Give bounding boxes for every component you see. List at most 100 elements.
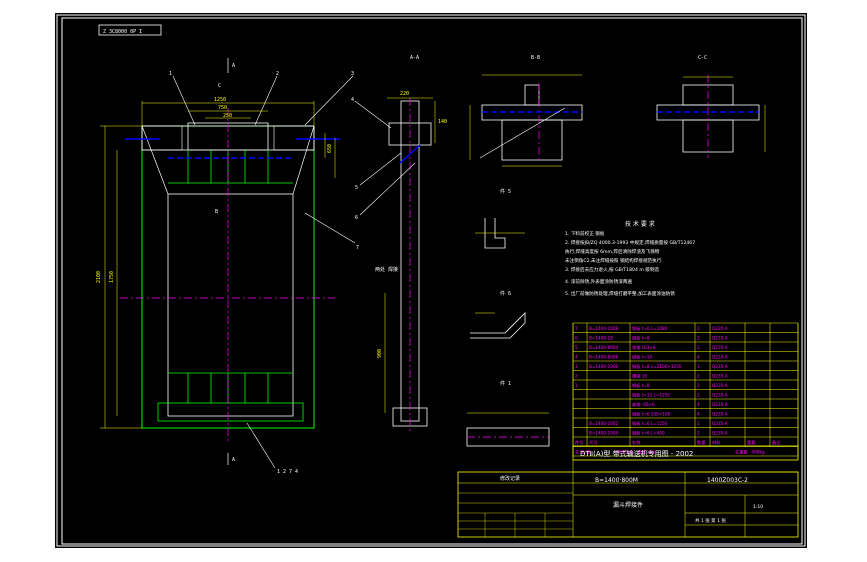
part-1-detail: 件 1 (466, 380, 550, 447)
bom-cell: Q235-A (712, 412, 728, 417)
part-5-detail: 件 5 (475, 188, 525, 249)
bom-cell: 钢板 t=12 L=1250 (632, 392, 670, 399)
main-view: 1250 750 250 2100 1750 650 C A A B 1 2 3… (96, 58, 359, 475)
bom-cell: Q235-A (712, 383, 728, 388)
svg-text:900: 900 (377, 349, 383, 358)
hopper-inner-outline (167, 193, 294, 417)
svg-text:B=1400·800M: B=1400·800M (595, 477, 638, 484)
bom-cell: 扁钢 -60×6 (632, 401, 655, 408)
bom-cell: 钢板 t=10 (632, 354, 653, 361)
svg-text:650: 650 (327, 144, 333, 153)
svg-text:3: 3 (351, 71, 354, 77)
sheet-inner-frame (61, 17, 803, 545)
svg-text:220: 220 (400, 91, 409, 97)
section-aa-view: A-A 220 140 900 两处 焊接 4 5 6 (351, 55, 447, 433)
technical-requirements: 技 术 要 求 1. 下料前校正 钢板 2. 焊接按JB/ZQ 4000.3-1… (565, 220, 695, 297)
svg-text:B: B (215, 209, 218, 215)
cad-drawing: Z 3C8000 0P I (56, 14, 806, 547)
bom-cell: Q235-A (712, 355, 728, 360)
bom-cell: 1 (697, 364, 700, 369)
svg-text:1400Z003C-2: 1400Z003C-2 (707, 477, 748, 484)
svg-text:6: 6 (355, 215, 358, 221)
svg-text:B-B: B-B (531, 55, 540, 61)
svg-text:2: 2 (276, 71, 279, 77)
title-block: DTⅡ(A)型 带式输送机专用图 - 2002 B=1400·800M 1400… (457, 445, 799, 538)
svg-text:5. 出厂前做防锈处理,焊缝打磨平整,加工表面涂油防锈: 5. 出厂前做防锈处理,焊缝打磨平整,加工表面涂油防锈 (565, 290, 675, 297)
bom-cell: 4 (697, 402, 700, 407)
drawing-sheet: Z 3C8000 0P I (55, 13, 807, 548)
sheet-outer-frame (56, 14, 806, 547)
bom-footer-cell: (焊件总重 · 重量之和) (615, 449, 656, 456)
bom-footer-cell: 总 重 量 (575, 449, 590, 456)
bom-cell: 5 (575, 345, 578, 350)
svg-text:共 1 张 第 1 张: 共 1 张 第 1 张 (695, 517, 726, 524)
bom-cell: 钢板 t=8 (632, 335, 650, 342)
svg-text:漏斗焊接件: 漏斗焊接件 (613, 501, 643, 509)
bom-cell: Q235-A (712, 421, 728, 426)
bom-cell: 2 (697, 383, 700, 388)
bom-cell: 角钢 L63×6 (632, 344, 656, 351)
svg-text:Z 3C8000 0P I: Z 3C8000 0P I (103, 29, 142, 35)
svg-text:A: A (232, 63, 235, 69)
bom-cell: 槽钢 16 (632, 373, 647, 380)
svg-text:执行,焊缝高度按 6mm,焊后清除焊渣及飞溅物: 执行,焊缝高度按 6mm,焊后清除焊渣及飞溅物 (565, 248, 660, 255)
bom-cell: Q235-A (712, 402, 728, 407)
bom-cell: 钢板 t=8 L=2100×1250 (632, 363, 682, 370)
bom-cell: 2 (697, 393, 700, 398)
bom-cell: B=1400-8006 (589, 355, 619, 360)
bom-cell: B=1400-2008 (589, 326, 619, 331)
section-cc-view: C-C (656, 55, 766, 158)
bom-header-cell: 件号 (575, 439, 583, 446)
svg-text:A-A: A-A (410, 55, 419, 61)
bom-cell: B=1400-2006 (589, 364, 619, 369)
section-bb-view: B-B (469, 55, 583, 167)
bom-cell: 2 (697, 431, 700, 436)
bom-cell: 1 (697, 421, 700, 426)
svg-text:技 术 要 求: 技 术 要 求 (625, 220, 655, 228)
svg-text:件 6: 件 6 (500, 290, 511, 297)
drawing-number-stamp: Z 3C8000 0P I (98, 24, 162, 36)
svg-text:未注倒角C2,未注焊缝按照 钢结构焊接规范执行: 未注倒角C2,未注焊缝按照 钢结构焊接规范执行 (565, 257, 662, 264)
bom-cell: 6 (575, 336, 578, 341)
bom-header-cell: 数量 (697, 439, 705, 446)
bom-cell: 钢板 t=6 L=1080 (632, 325, 668, 332)
svg-text:2100: 2100 (96, 271, 102, 283)
bom-header-cell: 材料 (712, 439, 721, 446)
bom-cell: 7 (575, 326, 578, 331)
bom-cell: 钢板 t=6 L=400 (632, 430, 665, 437)
svg-text:250: 250 (223, 113, 232, 119)
bom-cell: Q235-A (712, 431, 728, 436)
svg-text:修改记录: 修改记录 (500, 475, 520, 482)
svg-text:750: 750 (218, 105, 227, 111)
svg-text:1: 1 (169, 71, 172, 77)
svg-text:7: 7 (356, 245, 359, 251)
svg-text:1. 下料前校正 钢板: 1. 下料前校正 钢板 (565, 230, 605, 237)
bom-cell: B=1400-2002 (589, 421, 619, 426)
bom-header-cell: 重量 (747, 439, 755, 446)
bom-cell: 4 (697, 412, 700, 417)
svg-text:2. 焊接按JB/ZQ 4000.3-1993 中规定,焊缝: 2. 焊接按JB/ZQ 4000.3-1993 中规定,焊缝质量按 GB/T12… (565, 239, 695, 246)
bom-header-cell: 名称 (632, 439, 640, 446)
bom-cell: Q235-A (712, 345, 728, 350)
bom-header-cell: 代号 (589, 439, 597, 446)
svg-text:4. 漆前除锈,外表面涂防锈漆两遍: 4. 漆前除锈,外表面涂防锈漆两遍 (565, 278, 632, 285)
svg-text:件 5: 件 5 (500, 188, 511, 195)
bom-cell: B=1400-18 (589, 336, 613, 341)
svg-text:4: 4 (351, 97, 354, 103)
bom-cell: 2 (575, 374, 578, 379)
svg-text:1250: 1250 (214, 97, 226, 103)
bom-cell: 钢板 t=6 L=1250 (632, 420, 668, 427)
svg-text:C: C (218, 83, 221, 89)
bom-cell: Q235-A (712, 393, 728, 398)
svg-text:DTⅡ(A)型 带式输送机专用图 - 2002: DTⅡ(A)型 带式输送机专用图 - 2002 (580, 449, 693, 458)
svg-text:1 2 7 4: 1 2 7 4 (277, 469, 298, 475)
svg-text:件 1: 件 1 (500, 380, 511, 387)
svg-text:两处 焊接: 两处 焊接 (375, 266, 398, 273)
bom-footer-cell: 总重量 · 408kg (735, 449, 765, 456)
bom-cell: 1 (575, 383, 578, 388)
svg-text:C-C: C-C (698, 55, 707, 61)
bom-cell: Q235-A (712, 364, 728, 369)
bom-cell: 2 (697, 336, 700, 341)
bom-cell: 2 (697, 345, 700, 350)
